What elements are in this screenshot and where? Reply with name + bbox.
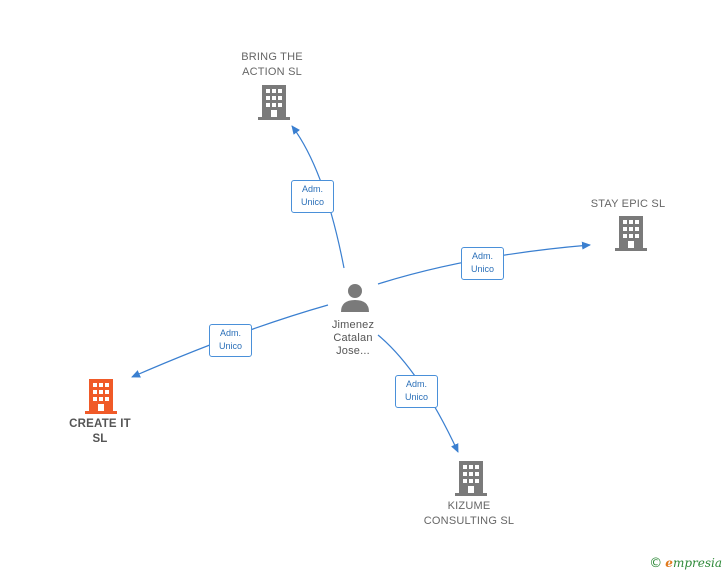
edge-label-line: Adm.: [301, 184, 323, 194]
brand-logo-text: mpresia: [672, 556, 722, 570]
node-label-line: CONSULTING SL: [423, 515, 515, 527]
building-icon-bring-the-action[interactable]: [258, 85, 290, 120]
edge-label-line: Unico: [470, 264, 494, 274]
node-label-line: CREATE IT: [69, 418, 131, 430]
node-label-create-it[interactable]: CREATE IT SL: [50, 417, 150, 447]
building-icon-kizume[interactable]: [455, 461, 487, 496]
building-icon-create-it[interactable]: [85, 379, 117, 414]
edge-label-line: Adm.: [405, 379, 427, 389]
edge-label-line: Unico: [404, 392, 428, 402]
edge-label-line: Adm.: [219, 328, 241, 338]
node-label-line: Jose...: [336, 345, 370, 357]
edge-label-line: Unico: [300, 197, 324, 207]
edge-label-to-create-it[interactable]: Adm. Unico: [209, 324, 252, 357]
node-label-line: SL: [92, 433, 108, 445]
person-icon[interactable]: [341, 284, 369, 312]
edge-label-line: Unico: [218, 341, 242, 351]
brand-logo-e: e: [665, 556, 673, 570]
copyright-mark: ©empresia: [649, 556, 722, 571]
node-label-line: Jimenez: [331, 319, 375, 331]
node-label-person[interactable]: Jimenez Catalan Jose...: [313, 319, 393, 358]
node-label-line: STAY EPIC SL: [590, 198, 666, 210]
building-icon-stay-epic[interactable]: [615, 216, 647, 251]
node-label-line: KIZUME: [447, 500, 491, 512]
edge-label-line: Adm.: [471, 251, 493, 261]
node-label-kizume[interactable]: KIZUME CONSULTING SL: [414, 499, 524, 529]
edge-label-to-kizume[interactable]: Adm. Unico: [395, 375, 438, 408]
node-label-line: ACTION SL: [242, 66, 302, 78]
node-label-bring-the-action[interactable]: BRING THE ACTION SL: [222, 50, 322, 80]
node-label-stay-epic[interactable]: STAY EPIC SL: [578, 197, 678, 212]
node-label-line: Catalan: [333, 332, 373, 344]
copyright-symbol: ©: [649, 556, 663, 571]
node-label-line: BRING THE: [241, 51, 303, 63]
edge-label-to-bring-the-action[interactable]: Adm. Unico: [291, 180, 334, 213]
edge-label-to-stay-epic[interactable]: Adm. Unico: [461, 247, 504, 280]
